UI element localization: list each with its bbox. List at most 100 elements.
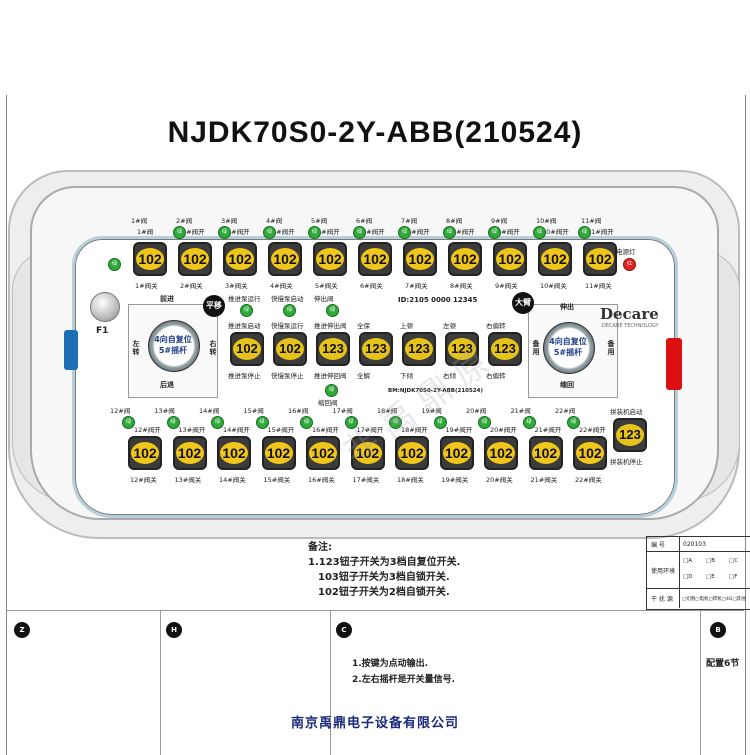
top-toggle-switch[interactable]: 102 (223, 242, 257, 276)
assembler-switch[interactable]: 123 (613, 418, 647, 452)
bottom-on-label: 17#阀开 (356, 426, 384, 434)
middle-lower-label: 右偏转 (486, 372, 506, 380)
middle-toggle-switch[interactable]: 123 (316, 332, 350, 366)
env-option[interactable]: □D (683, 574, 693, 580)
bottom-off-label: 12#阀关 (130, 476, 157, 484)
top-on-label: 10#阀开 (542, 228, 569, 236)
assembler-start-label: 拼装机启动 (610, 408, 643, 416)
top-off-label: 3#阀关 (225, 282, 248, 290)
top-valve-label: 7#阀 (401, 217, 418, 225)
bottom-off-label: 20#阀关 (486, 476, 513, 484)
bottom-led: 绿 (478, 416, 491, 429)
env-option[interactable]: □E (706, 574, 715, 580)
bottom-off-label: 22#阀关 (575, 476, 602, 484)
bottom-valve-label: 15#阀 (243, 407, 264, 415)
top-toggle-switch[interactable]: 102 (178, 242, 212, 276)
bottom-toggle-switch[interactable]: 102 (573, 436, 607, 470)
top-toggle-switch[interactable]: 102 (538, 242, 572, 276)
bottom-valve-label: 18#阀 (377, 407, 398, 415)
band-marker-b: B (710, 622, 726, 638)
middle-upper-label: 左顿 (443, 322, 456, 330)
env-option[interactable]: □F (729, 574, 738, 580)
side-blue-button[interactable] (64, 330, 78, 370)
drawing-title: NJDK70S0-2Y-ABB(210524) (167, 116, 583, 149)
band-divider-2 (330, 610, 331, 755)
env-option[interactable]: □B (706, 558, 715, 564)
middle-led: 绿 (283, 304, 296, 317)
bottom-on-label: 16#阀开 (312, 426, 339, 434)
middle-top-label: 推进泵运行 (228, 295, 261, 303)
top-on-label: 9#阀开 (497, 228, 520, 236)
bottom-toggle-switch[interactable]: 102 (128, 436, 162, 470)
bottom-toggle-switch[interactable]: 102 (306, 436, 340, 470)
top-toggle-switch[interactable]: 102 (448, 242, 482, 276)
top-toggle-switch[interactable]: 102 (133, 242, 167, 276)
middle-bottom-led: 绿 (325, 384, 338, 397)
side-red-button[interactable] (666, 338, 682, 390)
middle-led: 绿 (240, 304, 253, 317)
top-led: 绿 (263, 226, 276, 239)
left-joystick-up-label: 前进 (160, 295, 174, 303)
right-joystick[interactable] (543, 322, 595, 374)
env-option[interactable]: □A (683, 558, 692, 564)
first-led: 绿 (108, 258, 121, 271)
bottom-off-label: 19#阀关 (441, 476, 469, 484)
top-led: 绿 (218, 226, 231, 239)
middle-upper-label: 快慢泵运行 (271, 322, 304, 330)
bottom-led: 绿 (344, 416, 358, 429)
bottom-led: 绿 (522, 416, 536, 429)
bottom-valve-label: 13#阀 (154, 407, 175, 415)
bottom-valve-label: 21#阀 (510, 407, 531, 415)
band-divider-3 (700, 610, 701, 755)
middle-toggle-switch[interactable]: 123 (445, 332, 479, 366)
middle-toggle-switch[interactable]: 102 (230, 332, 264, 366)
bottom-notes: 1.按键为点动输出. 2.左右摇杆是开关量信号. (352, 656, 455, 688)
top-valve-label: 3#阀 (221, 217, 238, 225)
bottom-toggle-switch[interactable]: 102 (439, 436, 474, 470)
bottom-toggle-switch[interactable]: 102 (261, 436, 296, 470)
top-valve-label: 8#阀 (446, 217, 463, 225)
bottom-on-label: 19#阀开 (445, 426, 473, 434)
bottom-toggle-switch[interactable]: 102 (484, 436, 518, 470)
top-led: 绿 (173, 226, 186, 239)
bottom-toggle-switch[interactable]: 102 (528, 436, 563, 470)
bottom-toggle-switch[interactable]: 102 (172, 436, 207, 470)
bottom-led: 绿 (433, 416, 447, 429)
top-led: 绿 (443, 226, 456, 239)
assembler-stop-label: 拼装机停止 (610, 458, 643, 466)
top-valve-label: 1#阀 (131, 217, 148, 225)
info-number-value: 020103 (679, 537, 706, 551)
top-on-label: 3#阀开 (227, 228, 250, 236)
bottom-on-label: 14#阀开 (223, 426, 250, 434)
bottom-off-label: 17#阀关 (352, 476, 380, 484)
bottom-off-label: 16#阀关 (308, 476, 335, 484)
company-name: 南京禹鼎电子设备有限公司 (290, 716, 459, 731)
top-on-label: 8#阀开 (452, 228, 475, 236)
bottom-toggle-switch[interactable]: 102 (395, 436, 429, 470)
top-toggle-switch[interactable]: 102 (358, 242, 392, 276)
left-joystick[interactable] (148, 320, 200, 372)
top-toggle-switch[interactable]: 102 (403, 242, 437, 276)
bottom-led: 绿 (567, 416, 580, 429)
bottom-toggle-switch[interactable]: 102 (350, 436, 385, 470)
top-toggle-switch[interactable]: 102 (268, 242, 302, 276)
middle-toggle-switch[interactable]: 123 (359, 332, 393, 366)
middle-toggle-switch[interactable]: 102 (273, 332, 307, 366)
bottom-toggle-switch[interactable]: 102 (217, 436, 251, 470)
middle-toggle-switch[interactable]: 123 (488, 332, 522, 366)
top-toggle-switch[interactable]: 102 (313, 242, 347, 276)
top-toggle-switch[interactable]: 102 (493, 242, 527, 276)
env-option[interactable]: □C (729, 558, 739, 564)
middle-toggle-switch[interactable]: 123 (402, 332, 436, 366)
top-valve-label: 6#阀 (356, 217, 373, 225)
bottom-off-label: 14#阀关 (219, 476, 246, 484)
bottom-valve-label: 12#阀 (110, 407, 131, 415)
f1-knob[interactable] (90, 292, 120, 322)
f1-label: F1 (96, 326, 109, 336)
top-valve-label: 4#阀 (266, 217, 283, 225)
top-toggle-switch[interactable]: 102 (583, 242, 617, 276)
left-mode-badge: 平移 (203, 295, 225, 317)
bottom-off-label: 15#阀关 (263, 476, 291, 484)
right-mode-badge: 大臂 (512, 292, 534, 314)
notes-line2: 103钮子开关为3档自锁开关. (318, 572, 450, 583)
